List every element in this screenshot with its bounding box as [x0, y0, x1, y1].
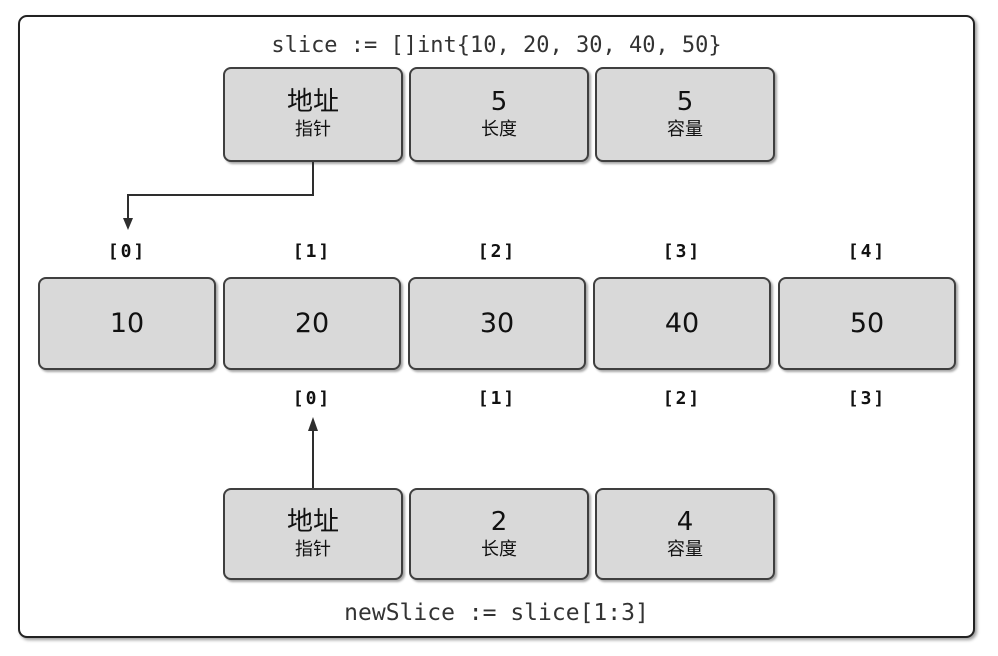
- array-value-1: 20: [294, 308, 330, 339]
- slice-header-pointer-cell: 地址 指针: [223, 67, 403, 162]
- array-index-top-2: [2]: [477, 241, 517, 262]
- pointer-label: 指针: [295, 119, 331, 141]
- array-cell-3: 40: [593, 277, 771, 370]
- newslice-index-3: [3]: [847, 388, 887, 409]
- array-index-top-4: [4]: [847, 241, 887, 262]
- newslice-pointer-label: 指针: [295, 538, 331, 560]
- slice-pointer-arrow: [123, 162, 314, 230]
- array-value-0: 10: [109, 308, 145, 339]
- array-cell-4: 50: [778, 277, 956, 370]
- capacity-label: 容量: [667, 119, 703, 141]
- newslice-pointer-arrow: [308, 417, 318, 488]
- newslice-capacity-label: 容量: [667, 538, 703, 560]
- array-value-3: 40: [664, 308, 700, 339]
- slice-header-capacity-cell: 5 容量: [595, 67, 775, 162]
- newslice-header-capacity-cell: 4 容量: [595, 488, 775, 580]
- slice-declaration-code: slice := []int{10, 20, 30, 40, 50}: [271, 33, 722, 58]
- newslice-pointer-value: 地址: [286, 506, 339, 537]
- array-index-top-1: [1]: [292, 241, 332, 262]
- newslice-header-pointer-cell: 地址 指针: [223, 488, 403, 580]
- array-cell-1: 20: [223, 277, 401, 370]
- slice-header-length-cell: 5 长度: [409, 67, 589, 162]
- array-index-top-3: [3]: [662, 241, 702, 262]
- length-value: 5: [490, 87, 508, 118]
- newslice-capacity-value: 4: [676, 506, 694, 537]
- array-index-top-0: [0]: [107, 241, 147, 262]
- length-label: 长度: [481, 119, 517, 141]
- array-cell-0: 10: [38, 277, 216, 370]
- newslice-length-label: 长度: [481, 538, 517, 560]
- array-value-2: 30: [479, 308, 515, 339]
- newslice-header-length-cell: 2 长度: [409, 488, 589, 580]
- array-value-4: 50: [849, 308, 885, 339]
- newslice-index-0: [0]: [292, 388, 332, 409]
- newslice-declaration-code: newSlice := slice[1:3]: [344, 600, 649, 626]
- newslice-index-2: [2]: [662, 388, 702, 409]
- newslice-length-value: 2: [490, 506, 508, 537]
- capacity-value: 5: [676, 87, 694, 118]
- pointer-value: 地址: [286, 87, 339, 118]
- array-cell-2: 30: [408, 277, 586, 370]
- newslice-index-1: [1]: [477, 388, 517, 409]
